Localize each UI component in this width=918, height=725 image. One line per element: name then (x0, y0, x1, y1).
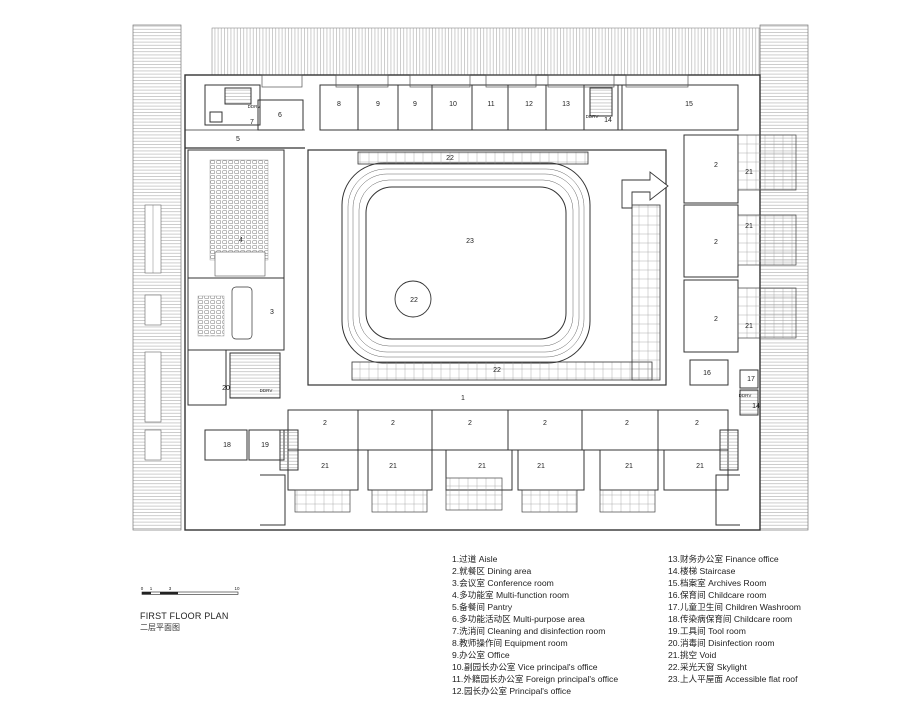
legend-item: 19.工具间 Tool room (668, 626, 746, 636)
courtyard (307, 149, 669, 386)
scale-tick: 0 (141, 586, 144, 591)
label-cleaning: 7 (250, 119, 254, 126)
legend-item: 6.多功能活动区 Multi-purpose area (452, 614, 585, 624)
east-wing (683, 134, 797, 416)
south-wing (260, 409, 740, 526)
label-dining: 2 (625, 420, 629, 427)
scale-tick: 3 (169, 586, 172, 591)
scale-tick: 10 (234, 586, 240, 591)
legend-item: 4.多功能室 Multi-function room (452, 590, 570, 600)
legend-column-right: 13.财务办公室 Finance office 14.楼梯 Staircase … (668, 553, 801, 685)
legend-item: 22.采光天窗 Skylight (668, 662, 747, 672)
label-pantry: 5 (236, 136, 240, 143)
label-disinfection: 20 (222, 385, 230, 392)
label-void: 21 (321, 463, 329, 470)
label-multipurpose: 6 (278, 112, 282, 119)
label-dining: 2 (714, 162, 718, 169)
label-skylight: 22 (410, 297, 418, 304)
legend-item: 5.备餐间 Pantry (452, 602, 513, 612)
label-void: 21 (745, 223, 753, 230)
room-labels: 1 2 2 2 2 2 2 2 2 2 3 4 5 6 7 8 9 9 10 1… (222, 101, 760, 470)
legend-item: 20.消毒间 Disinfection room (668, 638, 775, 648)
legend-item: 9.办公室 Office (452, 650, 510, 660)
legend-item: 17.儿童卫生间 Children Washroom (668, 602, 801, 612)
label-void: 21 (696, 463, 704, 470)
legend-item: 2.就餐区 Dining area (452, 566, 532, 576)
label-dining: 2 (323, 420, 327, 427)
legend-item: 7.洗消间 Cleaning and disinfection room (452, 626, 606, 636)
scale-bar: 0 1 3 10 (141, 586, 240, 595)
canopy-west (132, 24, 182, 531)
label-equipment: 8 (337, 101, 341, 108)
legend-column-left: 1.过道 Aisle 2.就餐区 Dining area 3.会议室 Confe… (452, 553, 618, 697)
roof-north (211, 27, 761, 79)
label-skylight: 22 (446, 155, 454, 162)
label-void: 21 (389, 463, 397, 470)
label-void: 21 (625, 463, 633, 470)
label-void: 21 (537, 463, 545, 470)
plan-title: FIRST FLOOR PLAN (140, 611, 229, 621)
label-staircase: 14 (604, 117, 612, 124)
label-dining: 2 (695, 420, 699, 427)
legend-item: 13.财务办公室 Finance office (668, 554, 779, 564)
label-void: 21 (745, 169, 753, 176)
north-rooms (204, 84, 739, 131)
label-shaft: DDRV (248, 104, 261, 109)
label-childcare: 16 (703, 370, 711, 377)
label-shaft: DDRV (260, 388, 273, 393)
label-dining: 2 (468, 420, 472, 427)
label-tool-room: 19 (261, 442, 269, 449)
label-dining: 2 (714, 239, 718, 246)
label-conference: 3 (270, 309, 274, 316)
label-infectious-childcare: 18 (223, 442, 231, 449)
legend-item: 23.上人平屋面 Accessible flat roof (668, 674, 798, 684)
west-wing (187, 149, 285, 461)
label-aisle: 1 (461, 395, 465, 402)
label-office: 9 (413, 101, 417, 108)
legend-item: 10.副园长办公室 Vice principal's office (452, 662, 598, 672)
scale-tick: 1 (150, 586, 153, 591)
label-void: 21 (478, 463, 486, 470)
canopy-east (759, 24, 809, 531)
label-dining: 2 (391, 420, 395, 427)
label-multifunction: 4 (239, 237, 243, 244)
label-skylight: 22 (493, 367, 501, 374)
legend-item: 14.楼梯 Staircase (668, 566, 736, 576)
legend-item: 1.过道 Aisle (452, 554, 498, 564)
label-dining: 2 (543, 420, 547, 427)
label-void: 21 (745, 323, 753, 330)
label-washroom: 17 (747, 376, 755, 383)
label-principal-office: 12 (525, 101, 533, 108)
legend-item: 18.传染病保育间 Childcare room (668, 614, 793, 624)
label-finance: 13 (562, 101, 570, 108)
label-vice-office: 10 (449, 101, 457, 108)
label-shaft: DDRV (586, 114, 599, 119)
label-shaft: DDRV (739, 393, 752, 398)
legend-item: 16.保育间 Childcare room (668, 590, 767, 600)
label-archives: 15 (685, 101, 693, 108)
legend-item: 12.园长办公室 Principal's office (452, 686, 571, 696)
legend-item: 11.外籍园长办公室 Foreign principal's office (452, 674, 619, 684)
legend-item: 3.会议室 Conference room (452, 578, 554, 588)
plan-subtitle: 二层平面图 (140, 623, 180, 632)
label-dining: 2 (714, 316, 718, 323)
north-bays (261, 74, 689, 88)
label-office: 9 (376, 101, 380, 108)
legend-item: 15.档案室 Archives Room (668, 578, 767, 588)
legend-item: 21.挑空 Void (668, 650, 717, 660)
label-staircase: 14 (752, 403, 760, 410)
label-flat-roof: 23 (466, 238, 474, 245)
legend-item: 8.教师操作间 Equipment room (452, 638, 568, 648)
label-foreign-office: 11 (487, 101, 494, 108)
